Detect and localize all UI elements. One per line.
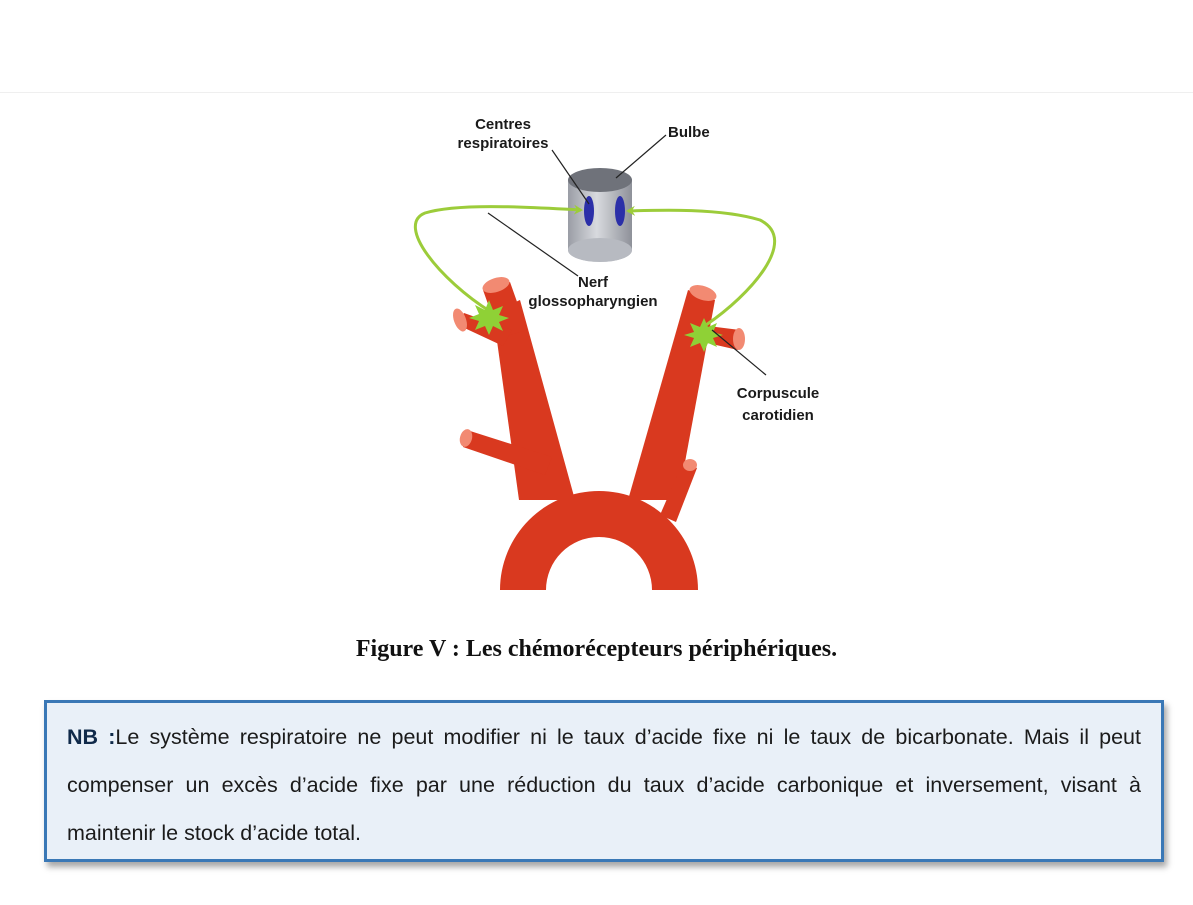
label-corpuscule-line2: carotidien [742, 407, 814, 424]
figure-caption: Figure V : Les chémorécepteurs périphéri… [355, 636, 838, 662]
chemoreceptor-figure: Centres respiratoires Bulbe Nerf glossop… [413, 116, 820, 590]
right-carotid [628, 285, 745, 522]
label-corpuscule-line1: Corpuscule [737, 385, 820, 402]
left-carotid [453, 277, 575, 500]
top-divider [0, 92, 1193, 93]
nb-note-box: NB :Le système respiratoire ne peut modi… [44, 700, 1164, 862]
nb-note-paragraph: NB :Le système respiratoire ne peut modi… [67, 713, 1141, 857]
bulbe-cylinder [568, 168, 632, 262]
nb-text: Le système respiratoire ne peut modifier… [67, 725, 1141, 845]
label-centres-line1: Centres [475, 116, 531, 133]
label-nerf-line2: glossopharyngien [528, 293, 657, 310]
label-bulbe: Bulbe [668, 124, 710, 141]
aortic-arch [500, 491, 698, 590]
nb-label: NB : [67, 725, 116, 749]
right-nerve-path [626, 205, 776, 327]
respiratory-centre-left [584, 196, 594, 226]
label-nerf-line1: Nerf [578, 274, 609, 291]
right-carotid-body [684, 318, 723, 352]
respiratory-centre-right [615, 196, 625, 226]
label-centres-line2: respiratoires [458, 135, 549, 152]
left-nerve-path [413, 204, 583, 314]
chemoreceptor-diagram: Centres respiratoires Bulbe Nerf glossop… [413, 116, 820, 590]
left-carotid-body [469, 300, 509, 335]
